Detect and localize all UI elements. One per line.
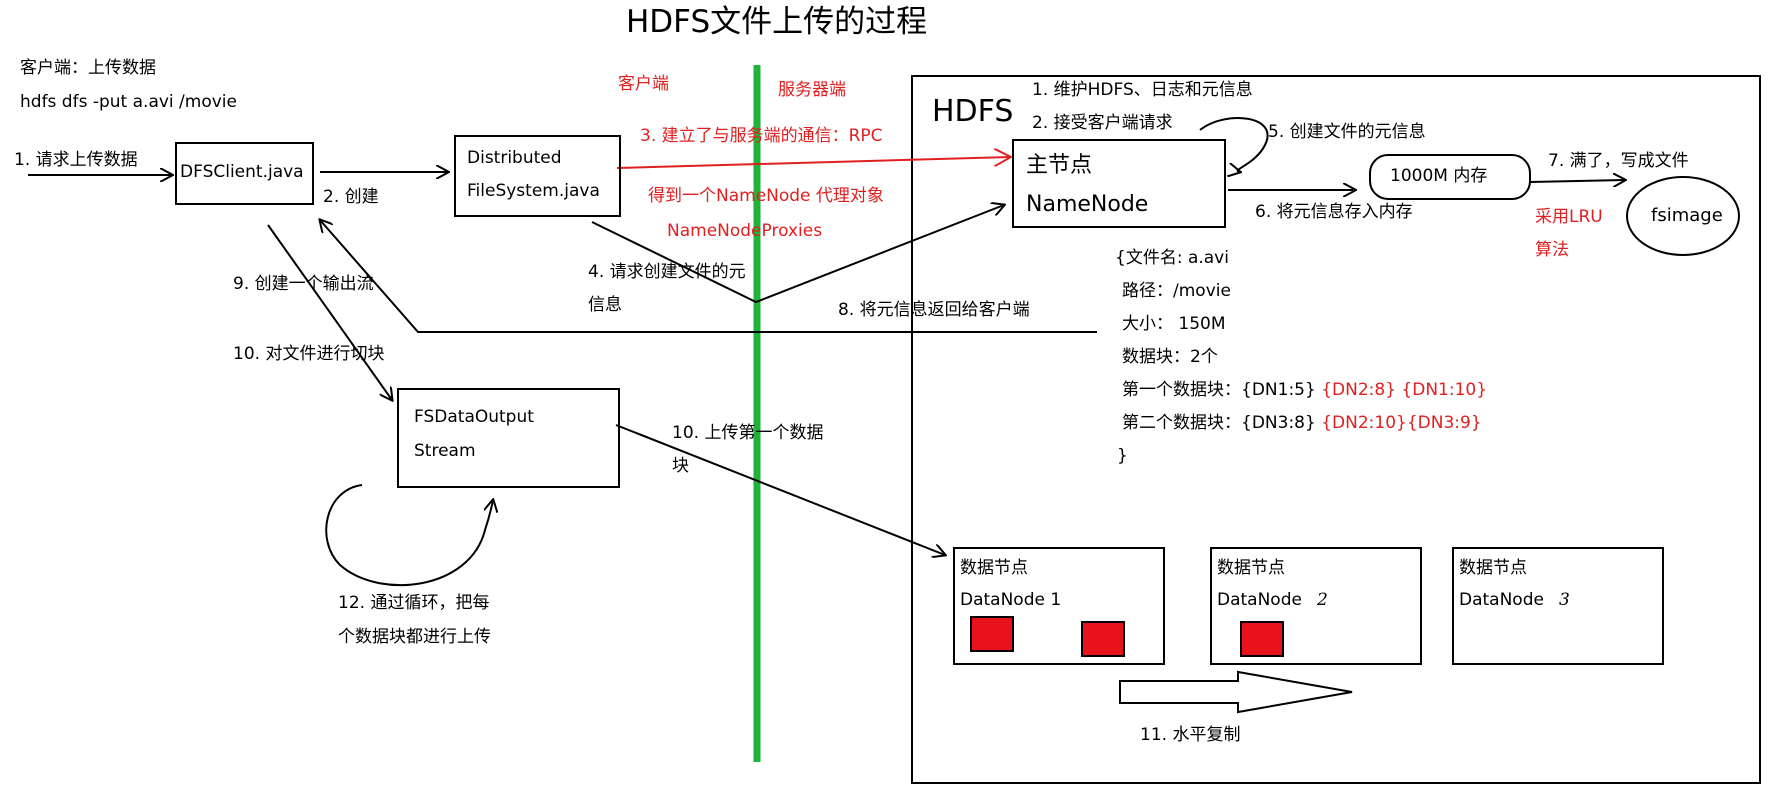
- step7-lru-line2: 算法: [1535, 240, 1569, 260]
- step8-arrow: [320, 220, 1097, 333]
- step7-label: 7. 满了，写成文件: [1548, 151, 1689, 171]
- step5-loop: [1199, 117, 1269, 172]
- datanode-3-mark: 3: [1559, 590, 1570, 610]
- namenode-box: 主节点 NameNode: [1012, 139, 1226, 228]
- fsimage-ellipse: [1626, 176, 1740, 256]
- namenode-line2: NameNode: [1026, 192, 1149, 217]
- step7-lru-line1: 采用LRU: [1535, 207, 1603, 227]
- datanode-3-box: 数据节点 DataNode 3: [1452, 547, 1664, 665]
- meta-block1-label: 第一个数据块：{DN1:5}: [1122, 380, 1316, 400]
- step12-label-line2: 个数据块都进行上传: [338, 627, 491, 647]
- step3-rpc-arrow: [616, 157, 1010, 169]
- step2-label: 2. 创建: [323, 187, 379, 207]
- step4-label-line2: 信息: [588, 295, 622, 315]
- fsimage-label: fsimage: [1651, 205, 1723, 226]
- datanode-3-name: DataNode: [1459, 590, 1544, 610]
- step12-loop: [325, 484, 493, 587]
- meta-close-brace: }: [1117, 446, 1128, 466]
- fsdataoutput-box: FSDataOutput Stream: [397, 388, 620, 488]
- datanode-1-block-b: [1081, 621, 1125, 657]
- namenode-note-2: 2. 接受客户端请求: [1032, 113, 1173, 133]
- meta-block2-replicas: {DN2:10}{DN3:9}: [1321, 413, 1482, 433]
- meta-block1: 第一个数据块：{DN1:5} {DN2:8} {DN1:10}: [1122, 380, 1487, 400]
- namenode-note-1: 1. 维护HDFS、日志和元信息: [1032, 80, 1253, 100]
- distributed-fs-line1: Distributed: [467, 148, 562, 168]
- namenode-line1: 主节点: [1026, 153, 1093, 178]
- step10-upload-arrow: [615, 424, 945, 555]
- datanode-1-label: 数据节点: [960, 558, 1028, 578]
- step3-label: 3. 建立了与服务端的通信：RPC: [640, 126, 883, 146]
- step11-label: 11. 水平复制: [1140, 725, 1241, 745]
- memory-box: [1369, 154, 1531, 200]
- meta-blocks: 数据块：2个: [1122, 347, 1218, 367]
- datanode-2-box: 数据节点 DataNode 2: [1210, 547, 1422, 665]
- datanode-1-name: DataNode 1: [960, 590, 1062, 610]
- fsdataoutput-line2: Stream: [414, 441, 476, 461]
- step9-label: 9. 创建一个输出流: [233, 274, 374, 294]
- meta-filename: {文件名: a.avi: [1115, 248, 1229, 268]
- hdfs-container: [911, 75, 1761, 784]
- memory-label: 1000M 内存: [1390, 166, 1488, 186]
- step3b-label: 得到一个NameNode 代理对象: [648, 186, 884, 206]
- step4-label-line1: 4. 请求创建文件的元: [588, 262, 746, 282]
- step6-label: 6. 将元信息存入内存: [1255, 202, 1413, 222]
- datanode-2-name: DataNode: [1217, 590, 1302, 610]
- dfsclient-label: DFSClient.java: [180, 162, 304, 182]
- step5-label: 5. 创建文件的元信息: [1268, 122, 1426, 142]
- dfsclient-box: DFSClient.java: [175, 142, 314, 205]
- datanode-2-block: [1240, 621, 1284, 657]
- hdfs-label: HDFS: [932, 94, 1014, 129]
- step8-label: 8. 将元信息返回给客户端: [838, 300, 1030, 320]
- meta-block1-replicas: {DN2:8} {DN1:10}: [1321, 380, 1488, 400]
- step10-upload-label-line2: 块: [672, 456, 689, 476]
- step1-label: 1. 请求上传数据: [14, 150, 138, 170]
- step12-label-line1: 12. 通过循环，把每: [338, 593, 490, 613]
- step10-split-label: 10. 对文件进行切块: [233, 344, 385, 364]
- datanode-2-label: 数据节点: [1217, 558, 1285, 578]
- meta-size: 大小： 150M: [1122, 314, 1226, 334]
- meta-block2: 第二个数据块：{DN3:8} {DN2:10}{DN3:9}: [1122, 413, 1482, 433]
- meta-path: 路径：/movie: [1122, 281, 1231, 301]
- zone-client-label: 客户端: [618, 74, 669, 94]
- step3c-label: NameNodeProxies: [667, 221, 823, 241]
- distributed-fs-line2: FileSystem.java: [467, 181, 600, 201]
- datanode-3-label: 数据节点: [1459, 558, 1527, 578]
- replication-block-arrow: [1119, 670, 1353, 714]
- zone-server-label: 服务器端: [778, 80, 846, 100]
- step7-arrow: [1529, 180, 1625, 182]
- meta-block2-label: 第二个数据块：{DN3:8}: [1122, 413, 1316, 433]
- step4-arrow: [591, 205, 1004, 304]
- datanode-1-box: 数据节点 DataNode 1: [953, 547, 1165, 665]
- step10-upload-label-line1: 10. 上传第一个数据: [672, 423, 824, 443]
- step9-arrow: [267, 224, 392, 400]
- page-title: HDFS文件上传的过程: [626, 4, 928, 40]
- datanode-2-mark: 2: [1317, 590, 1328, 610]
- fsdataoutput-line1: FSDataOutput: [414, 407, 534, 427]
- datanode-1-block-a: [970, 616, 1014, 652]
- client-header-line1: 客户端：上传数据: [20, 58, 156, 78]
- client-header-line2: hdfs dfs -put a.avi /movie: [20, 92, 237, 112]
- distributed-fs-box: Distributed FileSystem.java: [454, 135, 621, 217]
